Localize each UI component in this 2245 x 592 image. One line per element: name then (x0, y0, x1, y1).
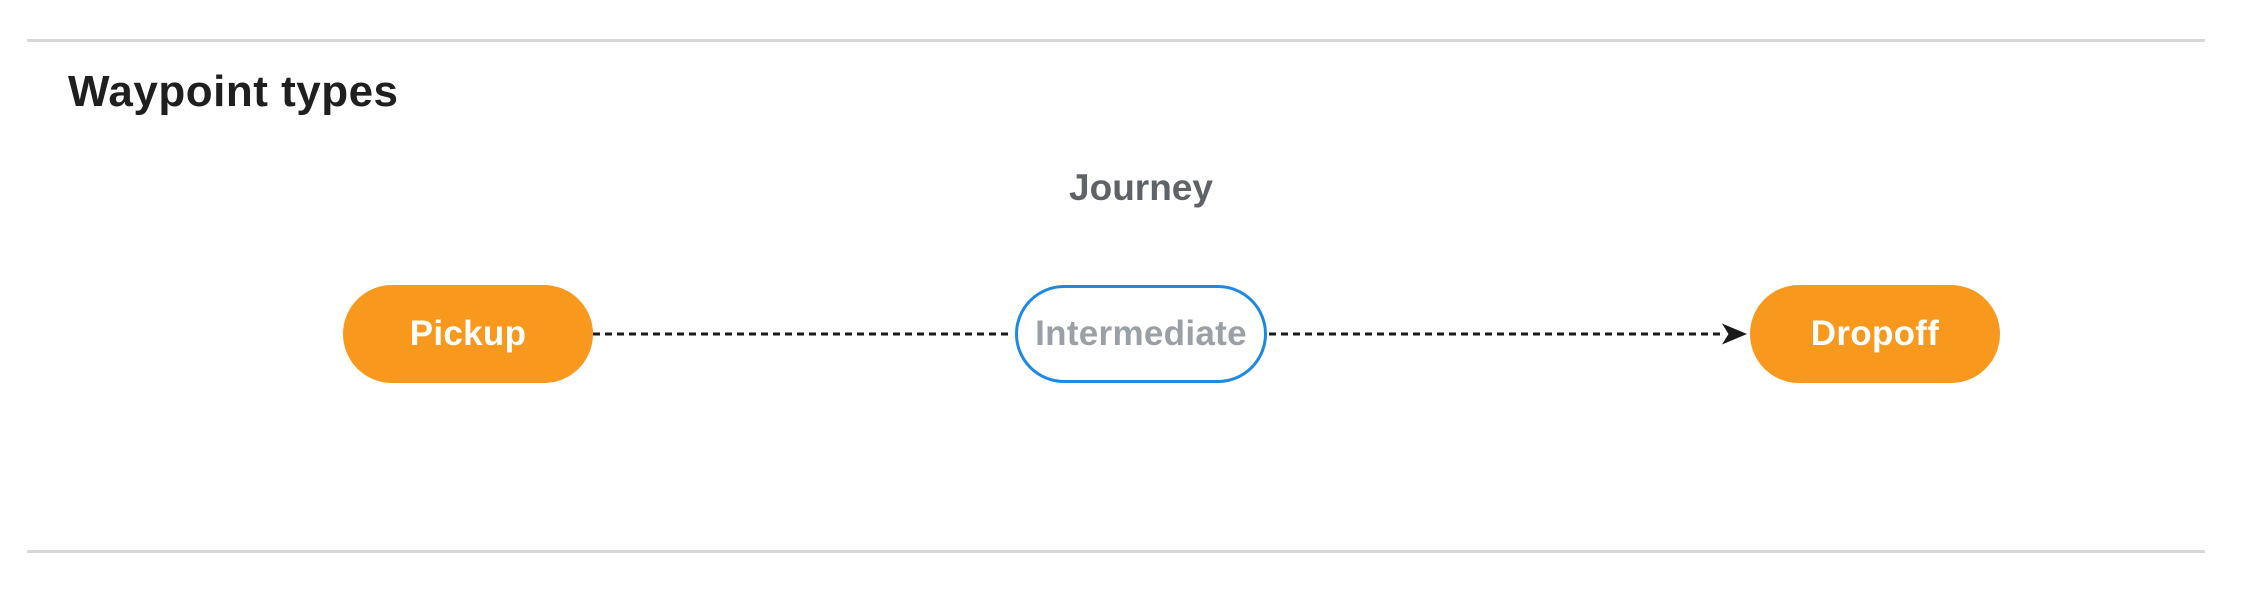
bottom-divider (27, 550, 2205, 553)
node-intermediate-label: Intermediate (1035, 314, 1247, 353)
node-pickup-label: Pickup (409, 314, 527, 353)
section-heading: Waypoint types (68, 67, 399, 116)
arrowhead-icon (1722, 323, 1747, 345)
top-divider (27, 39, 2205, 42)
diagram-title: Journey (1069, 167, 1213, 208)
node-dropoff: Dropoff (1750, 285, 2000, 383)
node-pickup: Pickup (343, 285, 593, 383)
node-intermediate: Intermediate (1015, 285, 1267, 383)
node-dropoff-label: Dropoff (1810, 314, 1940, 353)
